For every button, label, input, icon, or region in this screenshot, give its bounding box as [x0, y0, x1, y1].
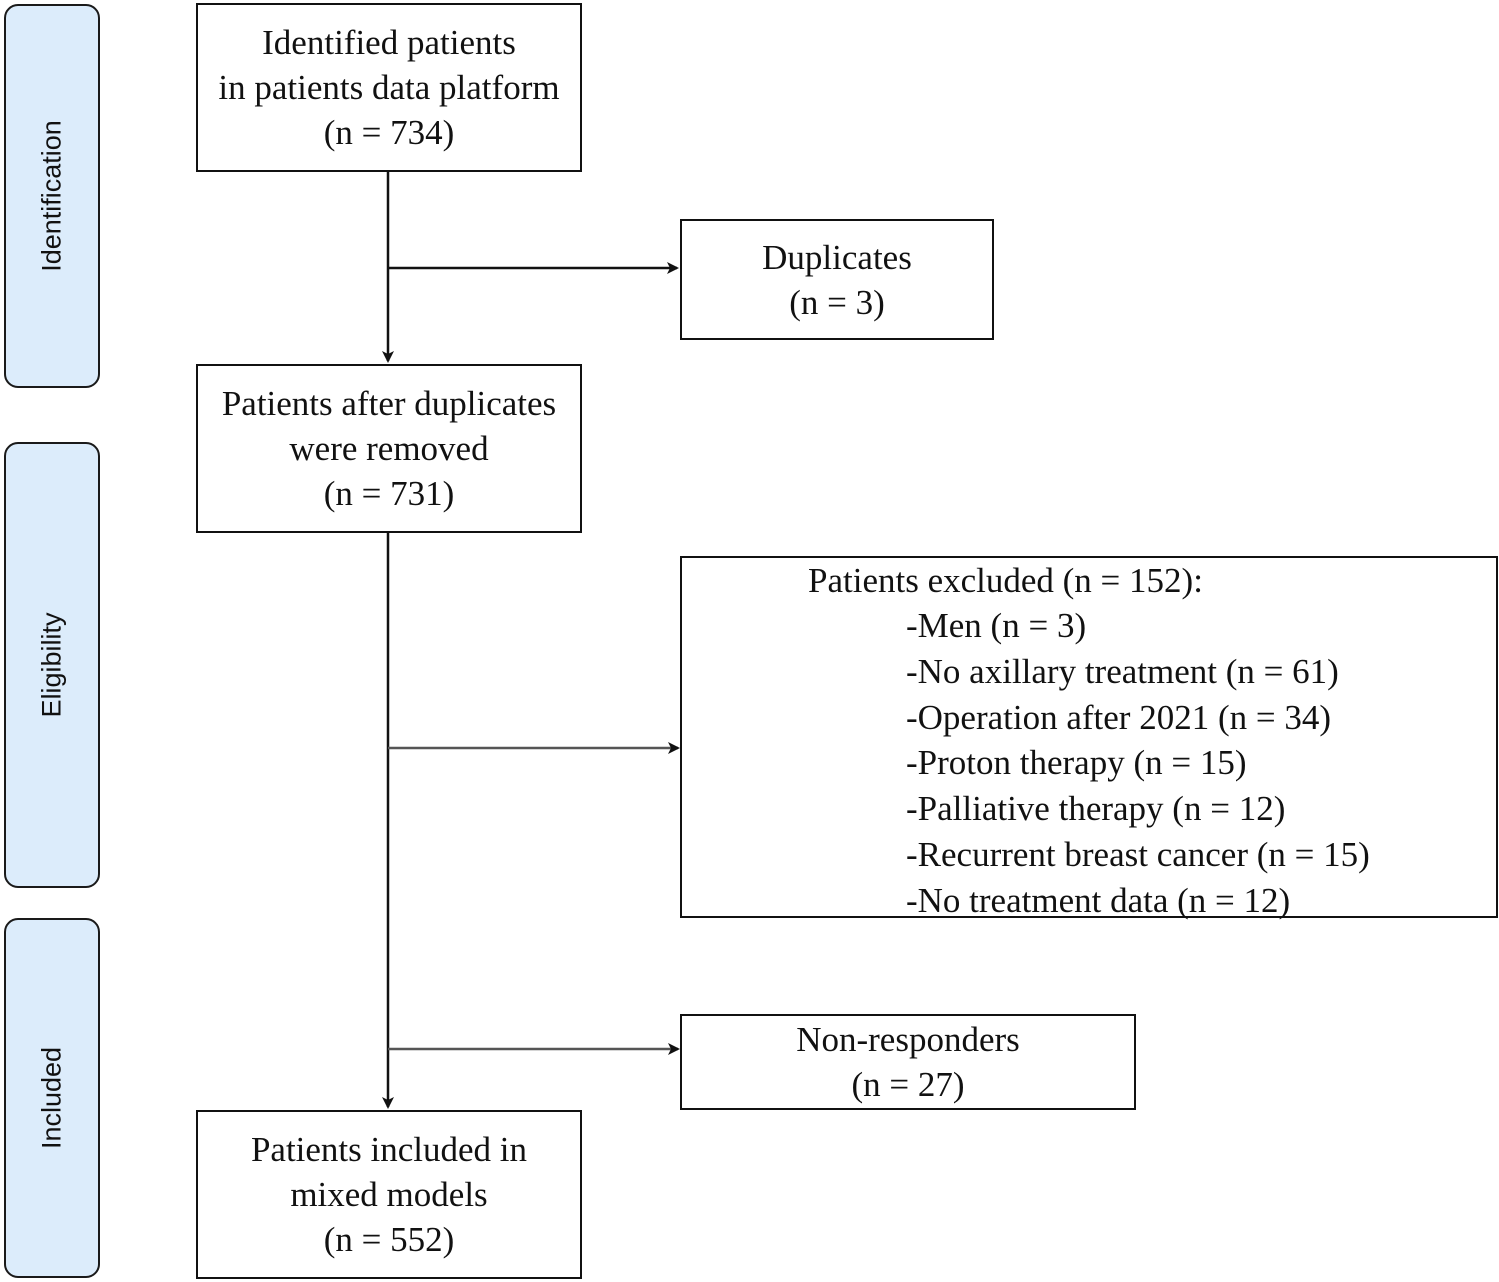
box-identified-line2: in patients data platform	[218, 68, 560, 107]
phase-eligibility: Eligibility	[4, 442, 100, 888]
excluded-reason: -Operation after 2021 (n = 34)	[906, 697, 1332, 737]
excluded-reason: -Recurrent breast cancer (n = 15)	[906, 834, 1370, 874]
excluded-title: Patients excluded (n = 152):	[808, 561, 1203, 600]
box-after-duplicates-line1: Patients after duplicates	[221, 384, 557, 423]
box-non-responders: Non-responders (n = 27)	[680, 1014, 1136, 1110]
box-after-duplicates-line2: were removed	[289, 429, 489, 468]
box-non-responders-label: Non-responders	[796, 1020, 1020, 1059]
box-duplicates-count: (n = 3)	[789, 282, 885, 322]
box-after-duplicates-count: (n = 731)	[323, 474, 455, 513]
excluded-reason: -No axillary treatment (n = 61)	[906, 651, 1339, 691]
phase-identification: Identification	[4, 4, 100, 388]
box-patients-included: Patients included in mixed models (n = 5…	[196, 1110, 582, 1279]
box-included-line2: mixed models	[290, 1175, 488, 1214]
box-non-responders-count: (n = 27)	[851, 1065, 965, 1104]
box-duplicates-label: Duplicates	[762, 237, 912, 277]
box-included-line1: Patients included in	[250, 1130, 528, 1169]
box-patients-excluded: Patients excluded (n = 152): -Men (n = 3…	[680, 556, 1498, 920]
excluded-reason: -No treatment data (n = 12)	[906, 880, 1291, 920]
box-identified-count: (n = 734)	[323, 113, 455, 152]
excluded-reasons-list: -Men (n = 3) -No axillary treatment (n =…	[906, 603, 1370, 924]
box-after-duplicates: Patients after duplicates were removed (…	[196, 364, 582, 533]
phase-included: Included	[4, 918, 100, 1278]
box-identified-line1: Identified patients	[262, 23, 516, 62]
box-duplicates: Duplicates (n = 3)	[680, 219, 994, 340]
box-identified-patients: Identified patients in patients data pla…	[196, 3, 582, 172]
excluded-reason: -Men (n = 3)	[906, 606, 1087, 645]
excluded-reason: -Proton therapy (n = 15)	[906, 743, 1247, 783]
box-included-count: (n = 552)	[323, 1220, 455, 1259]
excluded-reason: -Palliative therapy (n = 12)	[906, 789, 1286, 829]
